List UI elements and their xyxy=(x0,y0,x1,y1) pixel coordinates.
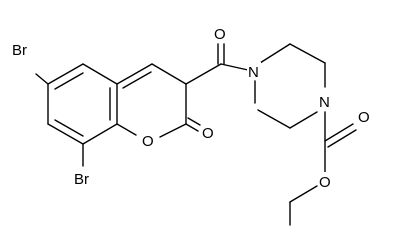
bond xyxy=(220,63,249,71)
chemical-structure-drawing: Br Br O O O N N O O xyxy=(10,24,371,226)
atom-br-top: Br xyxy=(12,42,27,59)
bond xyxy=(116,123,137,136)
bond xyxy=(122,71,152,89)
bond xyxy=(54,119,84,137)
atom-o-lactone-carbonyl: O xyxy=(202,125,214,142)
atom-o-ring: O xyxy=(142,133,154,150)
bond xyxy=(82,123,118,145)
atom-labels: Br Br O O O N N O O xyxy=(10,24,371,191)
bond xyxy=(324,123,354,142)
bond xyxy=(54,72,84,90)
bonds xyxy=(35,43,357,226)
atom-o-carbamate-carbonyl: O xyxy=(358,109,370,126)
atom-o-ester: O xyxy=(319,174,331,191)
bond xyxy=(187,117,201,126)
bond xyxy=(116,63,153,85)
bond xyxy=(327,129,357,148)
bond xyxy=(257,109,291,129)
atom-br-bottom: Br xyxy=(74,171,89,188)
bond xyxy=(259,43,291,64)
bond xyxy=(35,73,49,85)
bond xyxy=(185,63,222,85)
bond xyxy=(159,123,187,138)
atom-o-amide-carbonyl: O xyxy=(214,26,226,43)
bond xyxy=(289,185,318,203)
bond xyxy=(185,123,199,132)
bond xyxy=(47,123,84,145)
bond xyxy=(47,63,84,85)
bond xyxy=(289,43,326,64)
atom-n-amide: N xyxy=(248,64,259,81)
atom-n-carbamate: N xyxy=(319,94,330,111)
bond xyxy=(82,63,118,85)
bond xyxy=(289,111,318,129)
bond xyxy=(151,63,187,85)
